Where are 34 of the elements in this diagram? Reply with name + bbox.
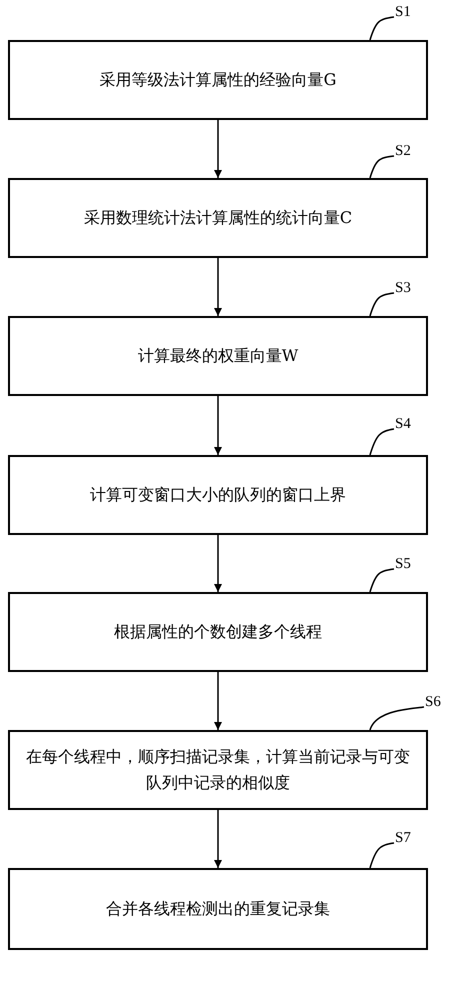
process-box: [8, 316, 428, 396]
leader-line: [369, 568, 394, 592]
leader-line: [369, 16, 394, 40]
step-label: S4: [395, 416, 411, 433]
step-label: S7: [395, 830, 411, 847]
process-box: [8, 178, 428, 258]
leader-line: [369, 292, 394, 316]
step-text: 采用等级法计算属性的经验向量G: [100, 69, 336, 92]
process-box: [8, 40, 428, 120]
leader-line: [369, 428, 394, 456]
arrow: [214, 810, 222, 868]
process-box: [8, 868, 428, 950]
arrow: [214, 535, 222, 592]
step-text: 计算最终的权重向量W: [138, 345, 298, 368]
step-label: S6: [425, 694, 441, 711]
arrow: [214, 258, 222, 316]
step-label: S1: [395, 4, 411, 21]
leader-line: [369, 706, 424, 730]
leader-line: [369, 842, 394, 868]
step-text: 计算可变窗口大小的队列的窗口上界: [90, 484, 346, 506]
arrow: [214, 396, 222, 455]
step-label: S5: [395, 556, 411, 573]
step-text: 根据属性的个数创建多个线程: [114, 621, 322, 644]
arrow: [214, 120, 222, 178]
arrow: [214, 672, 222, 730]
step-text: 在每个线程中，顺序扫描记录集，计算当前记录与可变队列中记录的相似度: [25, 746, 411, 794]
process-box: [8, 592, 428, 672]
step-text: 合并各线程检测出的重复记录集: [106, 898, 330, 920]
step-text: 采用数理统计法计算属性的统计向量C: [84, 207, 352, 230]
step-label: S3: [395, 280, 411, 297]
process-box: [8, 730, 428, 810]
leader-line: [369, 155, 394, 178]
step-label: S2: [395, 143, 411, 160]
process-box: [8, 455, 428, 535]
